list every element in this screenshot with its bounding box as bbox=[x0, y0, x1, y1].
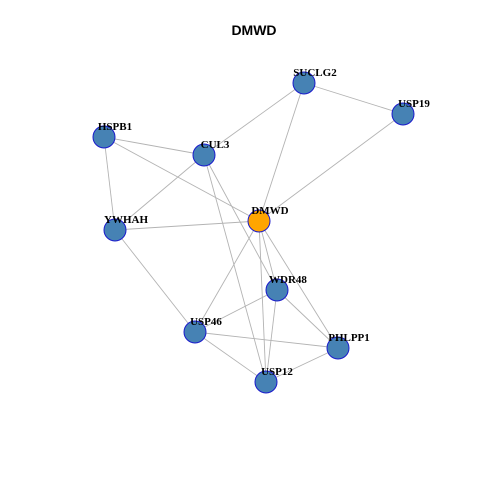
edge-usp46-phlpp1 bbox=[194, 331, 339, 349]
edge-dmwd-usp46 bbox=[194, 220, 260, 333]
node-circle bbox=[247, 209, 271, 233]
node-circle bbox=[92, 125, 116, 149]
node-usp46: USP46 bbox=[183, 316, 222, 344]
node-label: WDR48 bbox=[269, 274, 307, 286]
edge-dmwd-phlpp1 bbox=[258, 220, 339, 349]
node-circle bbox=[391, 102, 415, 126]
node-circle bbox=[265, 278, 289, 302]
node-label: USP46 bbox=[190, 316, 222, 328]
node-cul3: CUL3 bbox=[192, 139, 230, 167]
node-label: DMWD bbox=[251, 205, 288, 217]
edge-hspb1-ywhah bbox=[103, 136, 116, 231]
node-suclg2: SUCLG2 bbox=[292, 67, 337, 95]
edge-hspb1-cul3 bbox=[103, 136, 205, 156]
node-usp12: USP12 bbox=[254, 366, 293, 394]
edge-cul3-usp12 bbox=[203, 154, 267, 383]
node-hspb1: HSPB1 bbox=[92, 121, 132, 149]
node-wdr48: WDR48 bbox=[265, 274, 307, 302]
edge-suclg2-usp19 bbox=[303, 82, 404, 115]
edge-dmwd-ywhah bbox=[114, 220, 260, 231]
node-circle bbox=[254, 370, 278, 394]
node-label: YWHAH bbox=[104, 214, 148, 226]
node-circle bbox=[326, 336, 350, 360]
edge-ywhah-usp46 bbox=[114, 229, 196, 333]
edge-dmwd-usp12 bbox=[258, 220, 267, 383]
edge-wdr48-phlpp1 bbox=[276, 289, 339, 349]
node-usp19: USP19 bbox=[391, 98, 430, 126]
edge-hspb1-dmwd bbox=[103, 136, 260, 222]
node-label: USP12 bbox=[261, 366, 293, 378]
edge-phlpp1-usp12 bbox=[265, 347, 339, 383]
edge-wdr48-usp46 bbox=[194, 289, 278, 333]
node-circle bbox=[192, 143, 216, 167]
edge-cul3-ywhah bbox=[114, 154, 205, 231]
node-circle bbox=[183, 320, 207, 344]
edge-wdr48-usp12 bbox=[265, 289, 278, 383]
diagram-title: DMWD bbox=[231, 22, 276, 38]
node-label: HSPB1 bbox=[98, 121, 132, 133]
edges-layer bbox=[103, 82, 404, 383]
node-label: CUL3 bbox=[201, 139, 230, 151]
node-phlpp1: PHLPP1 bbox=[326, 332, 370, 360]
edge-suclg2-dmwd bbox=[258, 82, 305, 222]
edge-usp46-usp12 bbox=[194, 331, 267, 383]
node-circle bbox=[103, 218, 127, 242]
node-circle bbox=[292, 71, 316, 95]
edge-usp19-dmwd bbox=[258, 113, 404, 222]
node-label: USP19 bbox=[398, 98, 430, 110]
edge-dmwd-wdr48 bbox=[258, 220, 278, 291]
node-label: SUCLG2 bbox=[293, 67, 337, 79]
node-label: PHLPP1 bbox=[328, 332, 370, 344]
edge-suclg2-cul3 bbox=[203, 82, 305, 156]
node-dmwd: DMWD bbox=[247, 205, 289, 233]
node-ywhah: YWHAH bbox=[103, 214, 148, 242]
